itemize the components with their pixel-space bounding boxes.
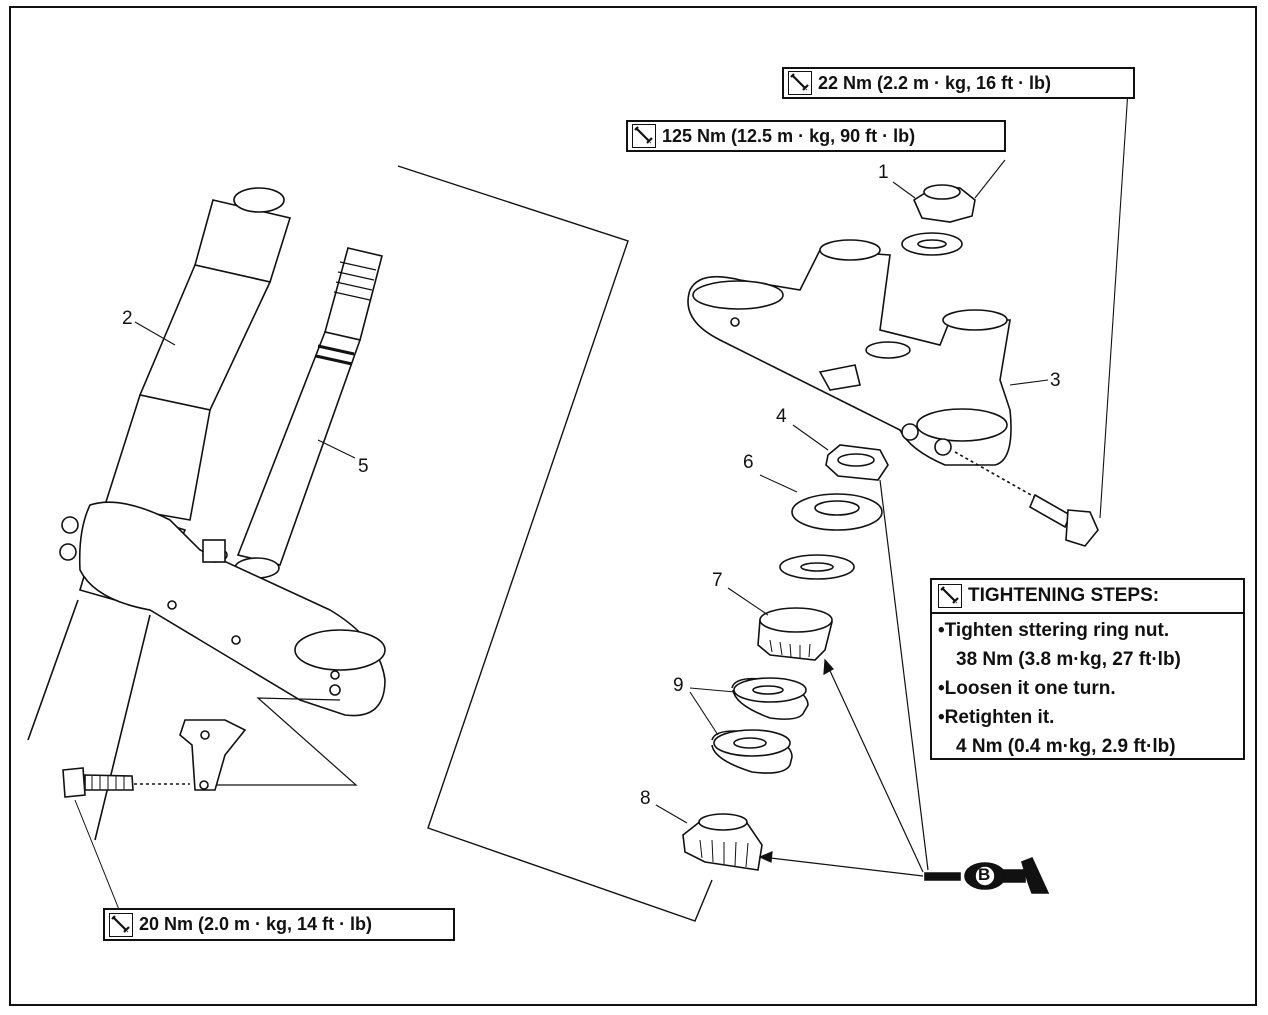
- torque-wrench-icon: [632, 124, 656, 148]
- bearing-races: [711, 677, 809, 774]
- part-number-8: 8: [640, 788, 651, 809]
- upper-bracket: [687, 239, 1012, 466]
- torque-spec-steering-nut: 125 Nm (12.5 m · kg, 90 ft · lb): [626, 120, 1006, 152]
- tightening-steps-box: TIGHTENING STEPS: Tighten sttering ring …: [930, 578, 1245, 760]
- torque-wrench-icon: [109, 913, 133, 937]
- tightening-steps-header: TIGHTENING STEPS:: [932, 580, 1243, 614]
- torque-spec-text: 20 Nm (2.0 m · kg, 14 ft · lb): [139, 914, 373, 934]
- grease-gun-icon: [924, 856, 1050, 894]
- step-3: Retighten it.: [938, 703, 1237, 732]
- torque-spec-text: 125 Nm (12.5 m · kg, 90 ft · lb): [662, 125, 916, 146]
- part-number-3: 3: [1050, 370, 1061, 391]
- lower-bearing: [682, 813, 763, 871]
- bracket-plate: [179, 719, 247, 791]
- step-2-text: Loosen it one turn.: [944, 678, 1116, 699]
- grease-type-letter: B: [978, 865, 991, 884]
- pinch-bolt: [954, 451, 1099, 547]
- mount-bolt: [62, 767, 134, 798]
- part-number-6: 6: [743, 452, 754, 473]
- part-number-9: 9: [673, 675, 684, 696]
- part-number-2: 2: [122, 308, 133, 329]
- upper-bearing: [757, 607, 834, 661]
- step-1-value: 38 Nm (3.8 m·kg, 27 ft·lb): [956, 649, 1181, 670]
- torque-wrench-icon: [938, 584, 962, 608]
- step-1-text: Tighten sttering ring nut.: [944, 620, 1170, 641]
- tightening-steps-title: TIGHTENING STEPS:: [968, 585, 1160, 606]
- part-number-5: 5: [358, 456, 369, 477]
- steering-stem: [234, 247, 383, 579]
- torque-spec-bracket-bolt: 20 Nm (2.0 m · kg, 14 ft · lb): [103, 908, 455, 941]
- step-3-text: Retighten it.: [944, 707, 1055, 728]
- part-number-7: 7: [712, 570, 723, 591]
- ring-nut: [825, 444, 889, 481]
- step-3-value: 4 Nm (0.4 m·kg, 2.9 ft·lb): [956, 736, 1176, 757]
- tightening-steps-list: Tighten sttering ring nut. 38 Nm (3.8 m·…: [932, 614, 1243, 763]
- diagram-frame: [9, 6, 1257, 1006]
- torque-wrench-icon: [788, 71, 812, 95]
- part-number-4: 4: [776, 406, 787, 427]
- step-1: Tighten sttering ring nut.: [938, 616, 1237, 645]
- stem-nut: [912, 184, 976, 223]
- torque-spec-text: 22 Nm (2.2 m · kg, 16 ft · lb): [818, 72, 1052, 93]
- under-bracket: [59, 501, 386, 717]
- step-2: Loosen it one turn.: [938, 674, 1237, 703]
- part-number-1: 1: [878, 162, 889, 183]
- torque-spec-stem-bolt: 22 Nm (2.2 m · kg, 16 ft · lb): [782, 67, 1135, 99]
